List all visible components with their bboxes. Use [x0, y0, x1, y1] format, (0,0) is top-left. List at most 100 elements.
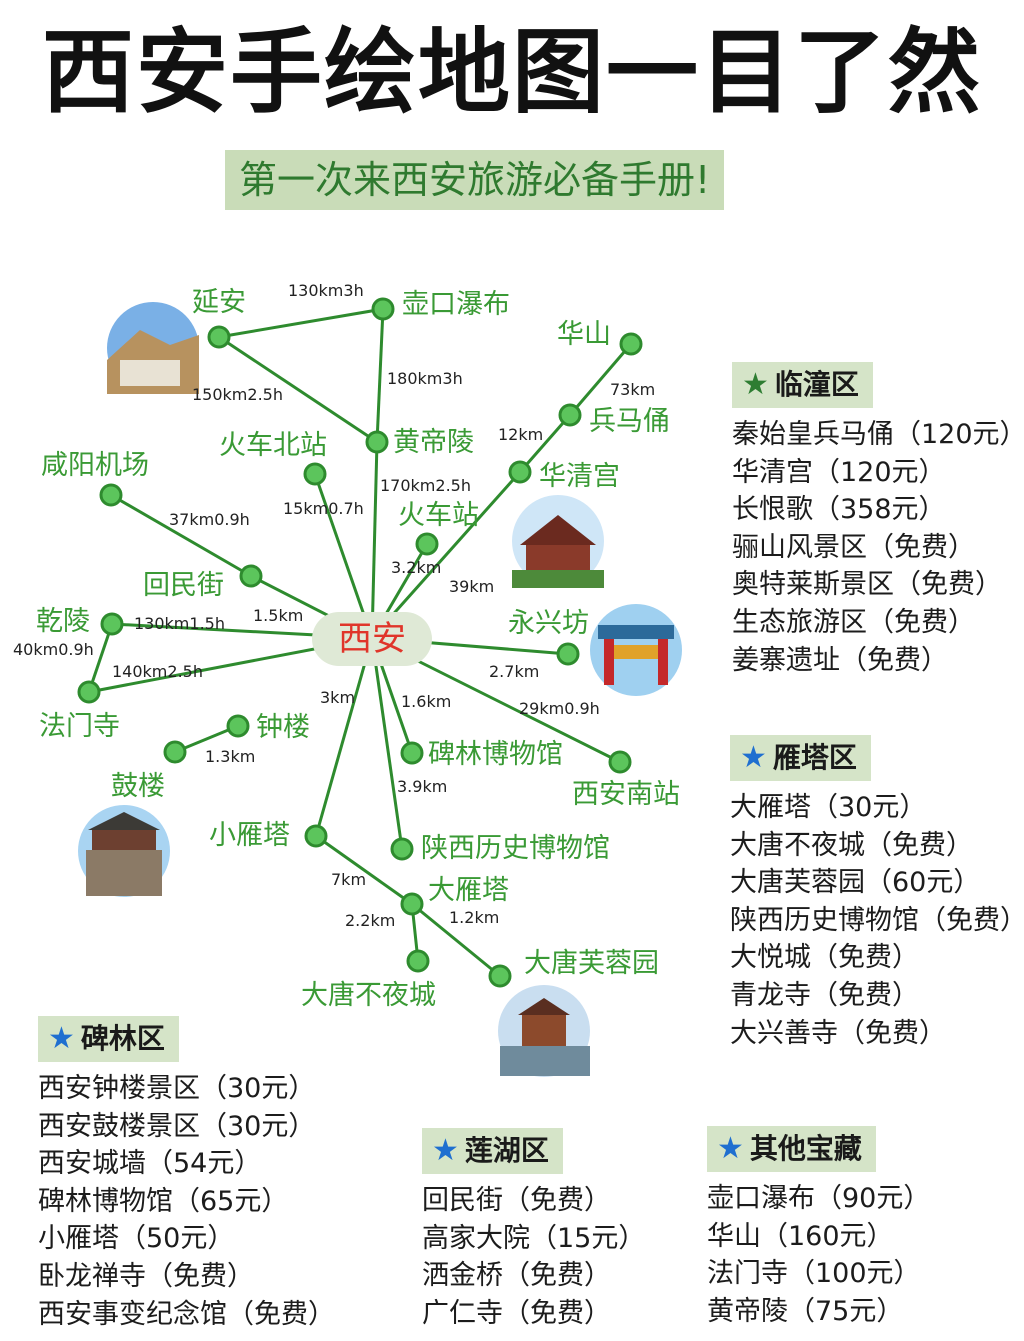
route-line-center-xiaoyanta [314, 637, 374, 837]
list-item: 大悦城（免费） [730, 942, 919, 974]
node-huangdiling [365, 430, 389, 454]
section-header-yanta: ★雁塔区 [730, 735, 871, 781]
node-famensi [77, 680, 101, 704]
list-item: 陕西历史博物馆（免费） [730, 904, 1024, 936]
dist-airport-huiminjie: 37km0.9h [169, 510, 250, 529]
section-list: 大雁塔（30元） 大唐不夜城（免费） 大唐芙蓉园（60元） 陕西历史博物馆（免费… [730, 789, 1024, 1052]
list-item: 大唐不夜城（免费） [730, 829, 973, 861]
node-qianling [100, 612, 124, 636]
section-list: 壶口瀑布（90元） 华山（160元） 法门寺（100元） 黄帝陵（75元） [707, 1180, 930, 1330]
list-item: 华山（160元） [707, 1220, 894, 1252]
route-line-bingmayong-huaqinggong [518, 414, 572, 473]
list-item: 西安事变纪念馆（免费） [38, 1298, 335, 1330]
label-huangdiling: 黄帝陵 [393, 427, 474, 458]
section-header-lianhu: ★莲湖区 [422, 1128, 563, 1174]
dist-yanan-hukou: 130km3h [288, 281, 364, 300]
dist-dayanta-budaye: 2.2km [345, 911, 396, 930]
label-zhonglou: 钟楼 [256, 712, 310, 743]
list-item: 骊山风景区（免费） [732, 531, 975, 563]
label-huochebeizhan: 火车北站 [219, 430, 327, 461]
section-list: 秦始皇兵马俑（120元） 华清宫（120元） 长恨歌（358元） 骊山风景区（免… [732, 416, 1024, 679]
dist-zhonglou-gulou: 1.3km [205, 747, 256, 766]
label-beilin-museum: 碑林博物馆 [428, 739, 563, 770]
label-hukou: 壶口瀑布 [402, 289, 510, 320]
dist-qianling-xian: 130km1.5h [134, 614, 225, 633]
route-nodes [77, 297, 643, 988]
node-yanan [207, 325, 231, 349]
node-budaye [406, 949, 430, 973]
list-item: 华清宫（120元） [732, 456, 946, 488]
node-huaqinggong [508, 460, 532, 484]
route-line-beizhan-center [313, 473, 374, 639]
node-xiaoyanta [304, 824, 328, 848]
node-huiminjie [239, 564, 263, 588]
list-item: 生态旅游区（免费） [732, 606, 975, 638]
section-title: 临潼区 [774, 368, 859, 401]
label-xian-south: 西安南站 [572, 779, 680, 810]
dist-xian-south: 29km0.9h [519, 699, 600, 718]
photo-datang-furong [498, 985, 590, 1077]
dist-beizhan-xian: 15km0.7h [283, 499, 364, 518]
section-title: 其他宝藏 [749, 1132, 862, 1165]
section-other: ★其他宝藏 壶口瀑布（90元） 华山（160元） 法门寺（100元） 黄帝陵（7… [707, 1126, 930, 1330]
dist-huaqinggong-xian: 39km [449, 577, 495, 596]
section-list: 回民街（免费） 高家大院（15元） 洒金桥（免费） 广仁寺（免费） [422, 1182, 645, 1332]
node-huashan [619, 332, 643, 356]
dist-bingmayong-huaqinggong: 12km [498, 425, 544, 444]
label-dayanta: 大雁塔 [428, 875, 509, 906]
label-qianling: 乾陵 [36, 606, 90, 637]
dist-xiaoyanta-dayanta: 7km [331, 870, 367, 889]
page-title: 西安手绘地图一目了然 [41, 19, 982, 126]
list-item: 黄帝陵（75元） [707, 1295, 904, 1327]
dist-yanan-huangdiling: 150km2.5h [192, 385, 283, 404]
list-item: 西安钟楼景区（30元） [38, 1073, 316, 1104]
dist-xian-xiaoyanta: 3km [320, 688, 356, 707]
star-icon: ★ [717, 1131, 744, 1166]
label-datang-furong: 大唐芙蓉园 [524, 948, 659, 979]
route-line-xiaoyanta-dayanta [315, 834, 413, 906]
node-furong [488, 964, 512, 988]
route-line-huaqinggong-center [370, 471, 522, 639]
label-bingmayong: 兵马俑 [589, 406, 670, 437]
dist-qianling-famensi: 40km0.9h [13, 640, 94, 659]
page-subtitle: 第一次来西安旅游必备手册! [225, 150, 725, 210]
label-yongxingfang: 永兴坊 [508, 608, 589, 639]
dist-xian-shaanxi-museum: 3.9km [397, 777, 448, 796]
node-zhonglou [226, 714, 250, 738]
section-title: 莲湖区 [464, 1134, 549, 1167]
list-item: 长恨歌（358元） [732, 494, 946, 526]
section-header-lintong: ★临潼区 [732, 362, 873, 408]
list-item: 广仁寺（免费） [422, 1297, 611, 1329]
route-line-airport-huiminjie [110, 493, 252, 578]
dist-hukou-huangdiling: 180km3h [387, 369, 463, 388]
node-beizhan [303, 462, 327, 486]
label-xianyang-airport: 咸阳机场 [41, 450, 149, 481]
label-huiminjie: 回民街 [143, 570, 224, 601]
photo-huaqinggong [512, 495, 604, 588]
dist-yongxingfang-xian: 2.7km [489, 662, 540, 681]
section-list: 西安钟楼景区（30元） 西安鼓楼景区（30元） 西安城墙（54元） 碑林博物馆（… [38, 1070, 335, 1333]
route-line-center-shaanxi [370, 637, 404, 850]
label-yanan: 延安 [192, 287, 246, 318]
list-item: 高家大院（15元） [422, 1222, 646, 1254]
star-icon: ★ [742, 367, 769, 402]
photo-yanan [107, 302, 199, 394]
photo-gulou [78, 805, 170, 897]
dist-huochezhan-xian: 3.2km [391, 558, 442, 577]
node-gulou [163, 740, 187, 764]
label-huashan: 华山 [557, 319, 611, 350]
section-title: 碑林区 [80, 1022, 165, 1055]
list-item: 大兴善寺（免费） [730, 1017, 946, 1049]
route-line-huangdiling-center [370, 441, 379, 639]
node-huochezhan [415, 532, 439, 556]
star-icon: ★ [432, 1133, 459, 1168]
list-item: 卧龙禅寺（免费） [38, 1260, 254, 1292]
node-shaanxi [390, 837, 414, 861]
list-item: 壶口瀑布（90元） [707, 1183, 931, 1214]
star-icon: ★ [48, 1021, 75, 1056]
section-title: 雁塔区 [772, 741, 857, 774]
section-header-other: ★其他宝藏 [707, 1126, 876, 1172]
route-line-yanan-hukou [218, 307, 384, 339]
node-beilin [400, 741, 424, 765]
photo-yongxingfang [590, 604, 682, 696]
